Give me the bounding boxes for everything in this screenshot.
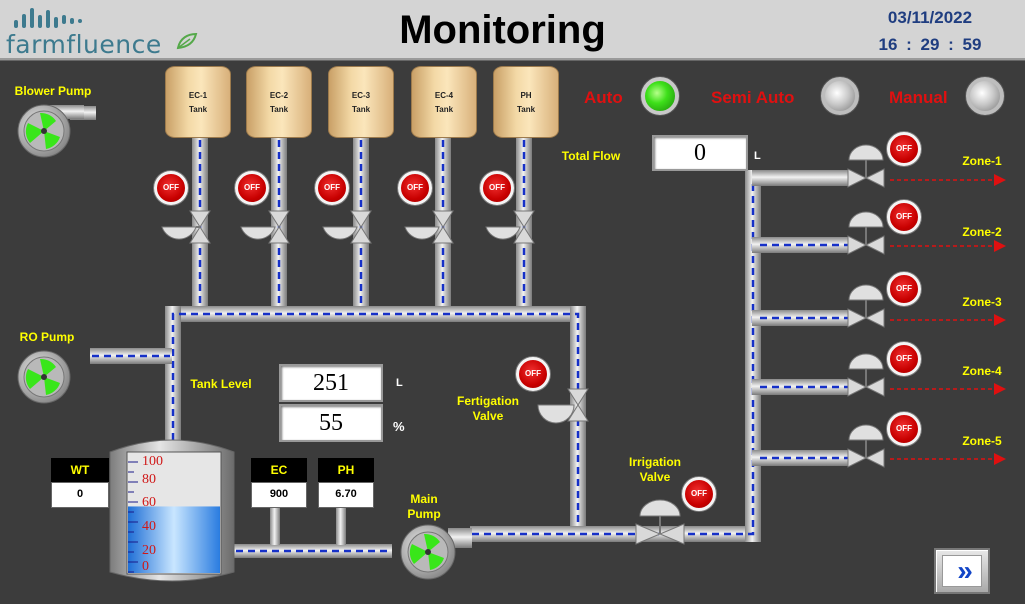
next-page-button[interactable]: »: [934, 548, 990, 594]
gauge-tick-label: 0: [142, 559, 149, 574]
tank-valves: [161, 210, 535, 244]
ph-valve-off-button[interactable]: OFF: [480, 171, 514, 205]
blower-pump-label: Blower Pump: [14, 84, 92, 98]
ec4-valve-off-button[interactable]: OFF: [398, 171, 432, 205]
zone-5-label: Zone-5: [962, 434, 1002, 448]
zone-valves: [847, 144, 885, 468]
total-flow-unit: L: [754, 150, 761, 162]
gauge-tick-label: 20: [142, 543, 156, 558]
tank-level-liters-unit: L: [396, 377, 403, 389]
zone-3-label: Zone-3: [962, 295, 1002, 309]
ec-sensor-value: 900: [251, 482, 307, 508]
fertigation-valve-off-button[interactable]: OFF: [516, 357, 550, 391]
total-flow-value: 0: [652, 135, 748, 171]
mixing-tank-vessel: [109, 439, 235, 582]
time-display: 16 : 29 : 59: [878, 35, 982, 54]
tank-level-percent: 55: [279, 404, 383, 442]
mode-semi-auto-indicator[interactable]: [821, 77, 859, 115]
tank-label: EC-2: [269, 91, 289, 100]
tank-level-liters: 251: [279, 364, 383, 402]
ec2-valve-off-button[interactable]: OFF: [235, 171, 269, 205]
tank-label: Tank: [434, 105, 454, 114]
mix-manifold-pipe: [165, 306, 586, 530]
gauge-tick-label: 80: [142, 472, 156, 487]
main-pump-label: Main Pump: [407, 492, 441, 521]
zone-4-off-button[interactable]: OFF: [887, 342, 921, 376]
zone-arrowheads: [994, 174, 1006, 465]
irrigation-valve-label-line1: Irrigation: [628, 455, 681, 469]
gauge-tick-label: 60: [142, 495, 156, 510]
tank-water-fill: [128, 506, 220, 573]
zone-1-off-button[interactable]: OFF: [887, 132, 921, 166]
fertigation-valve-icon: [537, 388, 589, 424]
wt-sensor-value: 0: [51, 482, 109, 508]
gauge-tick-label: 100: [142, 454, 163, 469]
header-bar: farmfluence Monitoring 03/11/2022 16 : 2…: [0, 0, 1025, 60]
tank-label: Tank: [269, 105, 289, 114]
ro-inlet-pipe: [90, 348, 172, 364]
tank-label: Tank: [188, 105, 208, 114]
irrigation-valve-label: Irrigation Valve: [622, 455, 688, 485]
farmfluence-logo-icon: [14, 8, 82, 28]
gauge-tick-label: 40: [142, 519, 156, 534]
mode-manual-label: Manual: [889, 88, 948, 107]
leaf-icon: [176, 32, 198, 50]
mode-manual-indicator[interactable]: [966, 77, 1004, 115]
zone-2-label: Zone-2: [962, 225, 1002, 239]
blower-pump-icon: [17, 104, 84, 158]
irrigation-valve-label-line2: Valve: [639, 470, 671, 484]
zone-flow-arrows: [890, 179, 1003, 460]
fertigation-valve-label-line2: Valve: [472, 409, 504, 423]
ec-sensor-label: EC: [251, 458, 307, 482]
zone-2-off-button[interactable]: OFF: [887, 200, 921, 234]
fertigation-valve-label-line1: Fertigation: [457, 394, 519, 408]
zone-3-off-button[interactable]: OFF: [887, 272, 921, 306]
tank-label: Tank: [516, 105, 536, 114]
double-chevron-right-icon: »: [942, 555, 982, 587]
page-title: Monitoring: [399, 8, 606, 52]
main-pump-icon: [400, 524, 472, 580]
total-flow-label: Total Flow: [561, 149, 621, 163]
mode-auto-label: Auto: [584, 88, 623, 107]
date-display: 03/11/2022: [887, 8, 973, 27]
tank-gauge-scale: 100 80 60 40 20 0: [142, 454, 182, 574]
zone-1-label: Zone-1: [962, 154, 1002, 168]
zone-branch-pipes: [752, 170, 848, 466]
fertigation-valve-label: Fertigation Valve: [452, 394, 524, 424]
mode-auto-indicator[interactable]: [641, 77, 679, 115]
ph-sensor-value: 6.70: [318, 482, 374, 508]
ro-pump-icon: [17, 350, 71, 404]
tank-level-percent-unit: %: [393, 419, 405, 434]
irrigation-valve-off-button[interactable]: OFF: [682, 477, 716, 511]
tank-label: Tank: [351, 105, 371, 114]
brand-logo-text: farmfluence: [6, 30, 162, 59]
zone-5-off-button[interactable]: OFF: [887, 412, 921, 446]
tank-label: EC-1: [188, 91, 208, 100]
tank-label: PH: [520, 91, 532, 100]
ro-pump-label: RO Pump: [19, 330, 75, 344]
tank-level-label: Tank Level: [190, 377, 252, 391]
ph-sensor-label: PH: [318, 458, 374, 482]
ec1-valve-off-button[interactable]: OFF: [154, 171, 188, 205]
main-line-pipe: [232, 170, 848, 558]
tank-label: EC-3: [351, 91, 371, 100]
ph-tank: PH Tank: [493, 66, 559, 138]
mode-semi-auto-label: Semi Auto: [711, 88, 795, 107]
irrigation-valve-icon: [635, 499, 685, 545]
ec3-valve-off-button[interactable]: OFF: [315, 171, 349, 205]
wt-sensor-label: WT: [51, 458, 109, 482]
zone-4-label: Zone-4: [962, 364, 1002, 378]
tank-label: EC-4: [434, 91, 454, 100]
